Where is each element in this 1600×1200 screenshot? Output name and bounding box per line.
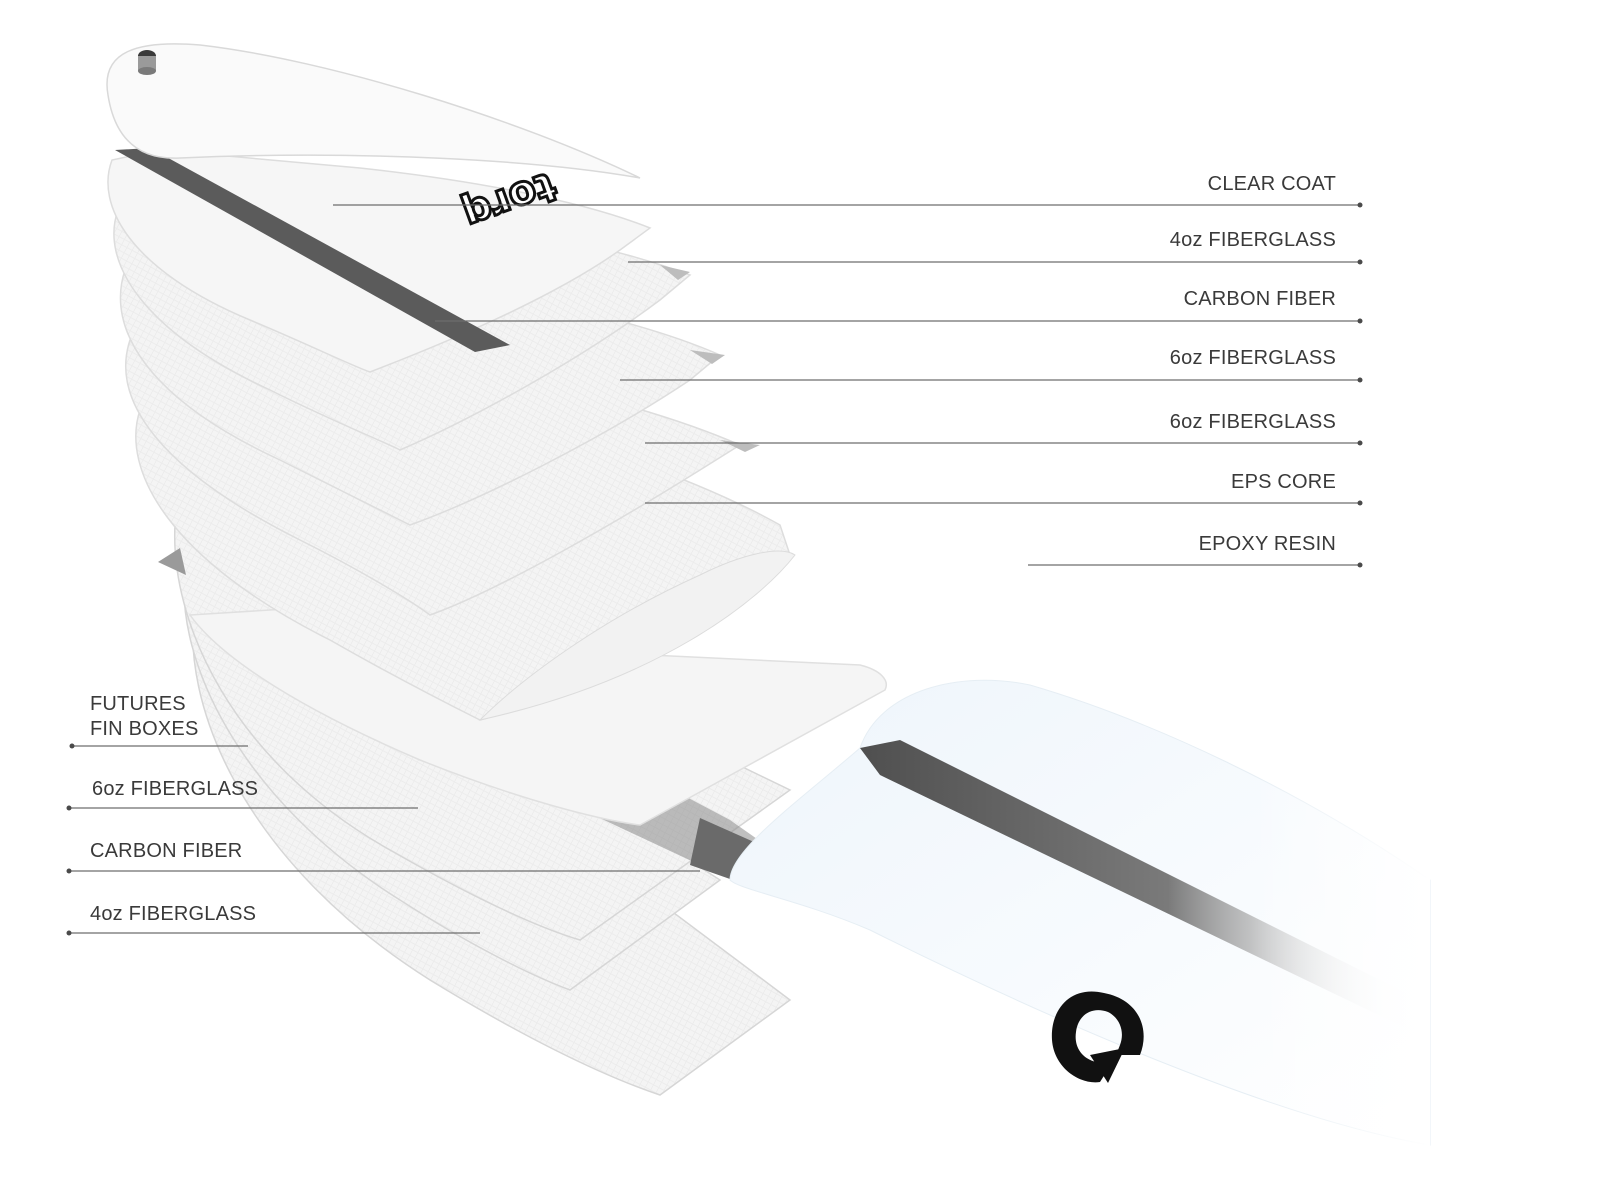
leader-dot [1357, 500, 1363, 506]
label-text-line-2: FIN BOXES [90, 718, 199, 740]
leader-dot [66, 930, 72, 936]
top-layer-labels: CLEAR COAT 4oz FIBERGLASS CARBON FIBER 6… [333, 173, 1363, 568]
label-text: 6oz FIBERGLASS [1170, 347, 1336, 369]
label-text: 6oz FIBERGLASS [92, 778, 258, 800]
label-text: 6oz FIBERGLASS [1170, 411, 1336, 433]
leader-dot [69, 743, 75, 749]
leader-dot [1357, 440, 1363, 446]
label-text: EPS CORE [1231, 471, 1336, 493]
label-futures-fin-boxes: FUTURES FIN BOXES [69, 693, 248, 749]
leash-plug-icon [138, 50, 156, 75]
label-text-line-1: FUTURES [90, 693, 186, 715]
label-6oz-fiberglass-top-1: 6oz FIBERGLASS [620, 347, 1363, 383]
leader-dot [1357, 562, 1363, 568]
label-eps-core: EPS CORE [645, 471, 1363, 506]
label-epoxy-resin: EPOXY RESIN [1028, 533, 1363, 568]
label-text: 4oz FIBERGLASS [1170, 229, 1336, 251]
label-6oz-fiberglass-top-2: 6oz FIBERGLASS [645, 411, 1363, 446]
label-text: CLEAR COAT [1208, 173, 1336, 195]
bottom-layer-labels: FUTURES FIN BOXES 6oz FIBERGLASS CARBON … [66, 693, 700, 936]
leader-dot [1357, 202, 1363, 208]
label-6oz-fiberglass-bottom: 6oz FIBERGLASS [66, 778, 418, 811]
label-4oz-fiberglass-top: 4oz FIBERGLASS [628, 229, 1363, 265]
leader-dot [66, 868, 72, 874]
label-clear-coat: CLEAR COAT [333, 173, 1363, 208]
label-4oz-fiberglass-bottom: 4oz FIBERGLASS [66, 903, 480, 936]
label-text: CARBON FIBER [1184, 288, 1336, 310]
label-text: EPOXY RESIN [1199, 533, 1336, 555]
leader-dot [1357, 259, 1363, 265]
layer-clear-coat-deck [106, 43, 641, 179]
label-carbon-fiber-bottom: CARBON FIBER [66, 840, 700, 874]
leader-dot [1357, 377, 1363, 383]
board-artwork: torq [106, 43, 1431, 1150]
deck-carbon-strip [115, 148, 510, 352]
label-carbon-fiber-top: CARBON FIBER [435, 288, 1363, 324]
leader-dot [66, 805, 72, 811]
tail-section [729, 679, 1431, 1150]
label-text: CARBON FIBER [90, 840, 242, 862]
label-text: 4oz FIBERGLASS [90, 903, 256, 925]
fin-box [158, 548, 186, 575]
q-logo-icon [1051, 991, 1144, 1083]
leader-dot [1357, 318, 1363, 324]
